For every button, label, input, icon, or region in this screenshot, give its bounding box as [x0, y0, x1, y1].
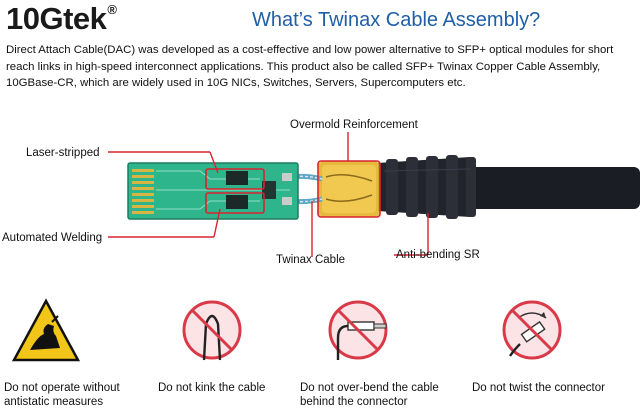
pcb-board — [127, 162, 299, 220]
label-anti-bending: Anti-bending SR — [396, 249, 480, 261]
brand-logo: 10Gtek® — [6, 2, 117, 42]
brand-name: 10Gtek — [6, 1, 107, 36]
label-laser-stripped: Laser-stripped — [26, 147, 100, 159]
cable-assembly-diagram — [108, 132, 640, 257]
no-overbend-icon — [328, 300, 388, 360]
no-kink-icon — [182, 300, 242, 361]
callout-lines — [108, 132, 429, 257]
esd-warning-icon — [12, 298, 80, 362]
label-automated-welding: Automated Welding — [2, 232, 103, 244]
no-twist-icon — [502, 300, 562, 360]
registered-mark: ® — [107, 2, 117, 17]
caption-kink: Do not kink the cable — [158, 382, 266, 394]
overmold-reinforcement — [318, 161, 380, 217]
intro-paragraph: Direct Attach Cable(DAC) was developed a… — [6, 44, 614, 89]
page-title: What’s Twinax Cable Assembly? — [252, 9, 541, 31]
caption-twist: Do not twist the connector — [472, 382, 605, 394]
highlight-boxes — [205, 160, 381, 218]
label-twinax-cable: Twinax Cable — [276, 254, 346, 266]
cable-body — [378, 155, 640, 219]
label-overmold: Overmold Reinforcement — [290, 119, 418, 131]
